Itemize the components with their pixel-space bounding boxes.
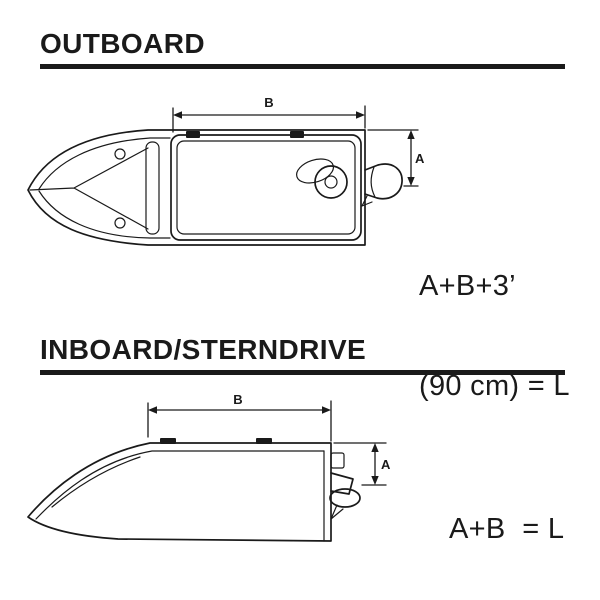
inboard-dim-b-label: B bbox=[233, 393, 242, 407]
outboard-cockpit-outline bbox=[170, 134, 362, 241]
outboard-cockpit-inner bbox=[176, 140, 356, 235]
outboard-dim-b-label: B bbox=[264, 95, 273, 110]
outboard-formula-line2: (90 cm) = L bbox=[419, 369, 570, 402]
inboard-formula: A+B = L bbox=[449, 513, 565, 545]
outboard-bulkhead bbox=[145, 141, 160, 235]
outboard-dim-a-arrow-bottom bbox=[407, 177, 415, 186]
inboard-deck-fitting-right bbox=[256, 438, 272, 444]
inboard-dim-b-arrow-right bbox=[322, 406, 331, 414]
outboard-foredeck-lines bbox=[29, 147, 149, 230]
inboard-dim-a-arrow-top bbox=[371, 443, 379, 452]
outboard-motor-fin bbox=[361, 195, 373, 207]
outboard-dim-a-arrow-top bbox=[407, 130, 415, 139]
inboard-dim-b-arrow-left bbox=[148, 406, 157, 414]
inboard-bow-detail bbox=[51, 456, 141, 508]
outboard-hull-outline bbox=[27, 129, 366, 246]
outboard-title: OUTBOARD bbox=[40, 28, 205, 59]
outboard-deck-fitting-right bbox=[290, 131, 304, 138]
inboard-boat-diagram: B A bbox=[27, 393, 391, 542]
inboard-title-rule bbox=[40, 370, 565, 375]
outboard-motor-cowl bbox=[364, 163, 403, 200]
sterndrive-upper-housing bbox=[330, 472, 354, 495]
outboard-dim-b-arrow-left bbox=[173, 111, 182, 119]
outboard-dim-a-label: A bbox=[415, 151, 425, 166]
sterndrive-lower-unit bbox=[329, 488, 361, 508]
outboard-dim-b-arrow-right bbox=[356, 111, 365, 119]
outboard-formula-line1: A+B+3’ bbox=[419, 269, 516, 302]
inboard-dim-a-label: A bbox=[381, 457, 391, 472]
inboard-deck-fitting-left bbox=[160, 438, 176, 444]
outboard-formula: A+B+3’ (90 cm) = L bbox=[419, 203, 570, 470]
outboard-deck-fitting-left bbox=[186, 131, 200, 138]
inboard-dim-a-arrow-bottom bbox=[371, 476, 379, 485]
outboard-bow-cleat-top bbox=[114, 148, 126, 160]
sterndrive-bracket bbox=[330, 452, 345, 469]
outboard-motor-seam bbox=[370, 166, 376, 198]
outboard-bow-cleat-bottom bbox=[114, 217, 126, 229]
outboard-engine-flywheel bbox=[314, 165, 348, 199]
inboard-title: INBOARD/STERNDRIVE bbox=[40, 334, 367, 365]
inboard-hull-outline bbox=[27, 442, 332, 542]
outboard-inner-gunwale-top bbox=[38, 137, 171, 190]
outboard-engine-hub bbox=[324, 175, 338, 189]
outboard-inner-gunwale-bottom bbox=[38, 190, 171, 239]
outboard-engine-cowl-oval bbox=[296, 158, 334, 184]
outboard-title-rule bbox=[40, 64, 565, 69]
outboard-boat-diagram: B A bbox=[27, 95, 425, 246]
inboard-rub-rail bbox=[35, 450, 325, 520]
sterndrive-skeg bbox=[330, 504, 344, 520]
